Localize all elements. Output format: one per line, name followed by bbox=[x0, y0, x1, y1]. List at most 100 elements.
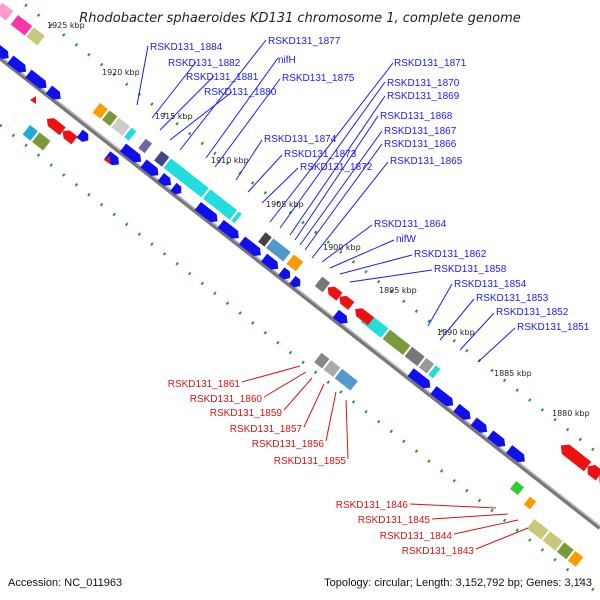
gene-function-box[interactable] bbox=[0, 2, 14, 21]
gene-label[interactable]: RSKD131_1845 bbox=[358, 515, 431, 526]
gene-arrow[interactable] bbox=[430, 386, 456, 409]
gene-label[interactable]: RSKD131_1851 bbox=[517, 322, 590, 333]
gene-arrow[interactable] bbox=[44, 115, 66, 136]
gene-arrow[interactable] bbox=[278, 267, 293, 282]
gene-function-box[interactable] bbox=[111, 117, 130, 136]
gene-label[interactable]: RSKD131_1859 bbox=[210, 408, 283, 419]
gene-arrow[interactable] bbox=[140, 159, 161, 180]
gene-label[interactable]: RSKD131_1862 bbox=[414, 249, 487, 260]
gene-label[interactable]: RSKD131_1855 bbox=[274, 456, 347, 467]
gene-label[interactable]: RSKD131_1866 bbox=[384, 139, 457, 150]
gene-function-box[interactable] bbox=[258, 232, 272, 247]
gene-arrow[interactable] bbox=[336, 293, 355, 310]
gene-function-box[interactable] bbox=[124, 127, 137, 141]
gene-function-box[interactable] bbox=[154, 151, 170, 167]
gene-label[interactable]: RSKD131_1846 bbox=[336, 500, 409, 511]
gene-function-box[interactable] bbox=[102, 110, 118, 127]
gene-arrow[interactable] bbox=[157, 173, 174, 189]
gene-arrow[interactable] bbox=[238, 236, 264, 259]
gene-arrow[interactable] bbox=[7, 55, 29, 75]
gene-arrow[interactable] bbox=[407, 368, 434, 391]
gene-arrow[interactable] bbox=[506, 445, 528, 465]
gene-function-box[interactable] bbox=[231, 211, 242, 224]
gene-function-box[interactable] bbox=[314, 276, 331, 293]
gene-label[interactable]: RSKD131_1873 bbox=[284, 149, 357, 160]
gene-arrow[interactable] bbox=[76, 129, 92, 145]
gene-arrow[interactable] bbox=[332, 309, 351, 327]
gene-arrow[interactable] bbox=[557, 441, 592, 472]
gene-label[interactable]: RSKD131_1853 bbox=[476, 293, 549, 304]
gene-function-box[interactable] bbox=[418, 357, 435, 374]
gene-arrow[interactable] bbox=[584, 462, 600, 481]
gene-label[interactable]: nifH bbox=[278, 55, 296, 66]
gene-label[interactable]: RSKD131_1877 bbox=[268, 36, 341, 47]
gene-arrow[interactable] bbox=[289, 275, 303, 290]
gene-label[interactable]: RSKD131_1861 bbox=[168, 379, 241, 390]
gene-label[interactable]: RSKD131_1869 bbox=[387, 91, 460, 102]
gene-function-box[interactable] bbox=[92, 103, 108, 119]
gene-function-box[interactable] bbox=[382, 329, 411, 356]
gene-label[interactable]: RSKD131_1843 bbox=[402, 546, 475, 557]
gene-function-box[interactable] bbox=[26, 27, 45, 46]
gene-label[interactable]: nifW bbox=[396, 234, 417, 245]
gene-arrow[interactable] bbox=[194, 201, 221, 225]
gene-label[interactable]: RSKD131_1864 bbox=[374, 219, 447, 230]
gene-label[interactable]: RSKD131_1874 bbox=[264, 134, 337, 145]
gene-label[interactable]: RSKD131_1875 bbox=[282, 73, 355, 84]
gene-label[interactable]: RSKD131_1880 bbox=[204, 87, 277, 98]
gene-arrow[interactable] bbox=[352, 305, 375, 326]
gene-function-box[interactable] bbox=[10, 15, 33, 36]
gene-arrow[interactable] bbox=[0, 45, 12, 62]
gene-arrow[interactable] bbox=[170, 182, 184, 197]
gene-function-box[interactable] bbox=[542, 531, 563, 551]
gene-arrow[interactable] bbox=[470, 417, 491, 435]
gene-arrow[interactable] bbox=[60, 127, 78, 145]
gene-function-box[interactable] bbox=[314, 352, 330, 369]
gene-label[interactable]: RSKD131_1844 bbox=[380, 531, 453, 542]
gene-function-box[interactable] bbox=[428, 365, 441, 379]
gene-label[interactable]: RSKD131_1881 bbox=[186, 72, 259, 83]
gene-arrow[interactable] bbox=[453, 403, 473, 423]
gene-label[interactable]: RSKD131_1860 bbox=[190, 394, 263, 405]
gene-function-box[interactable] bbox=[32, 132, 51, 151]
gene-arrow[interactable] bbox=[119, 143, 144, 166]
gene-function-box[interactable] bbox=[509, 480, 525, 496]
gene-arrow[interactable] bbox=[325, 284, 343, 301]
gene-function-box[interactable] bbox=[323, 360, 341, 378]
kbp-label: 1895 kbp bbox=[379, 286, 417, 295]
gene-arrow[interactable] bbox=[260, 253, 281, 273]
gene-function-box[interactable] bbox=[567, 551, 584, 567]
gene-label[interactable]: RSKD131_1871 bbox=[394, 58, 467, 69]
gene-arrow[interactable] bbox=[25, 69, 49, 92]
gene-arrow[interactable] bbox=[45, 85, 64, 103]
gene-arrow[interactable] bbox=[104, 156, 110, 164]
gene-label[interactable]: RSKD131_1884 bbox=[150, 42, 223, 53]
gene-label[interactable]: RSKD131_1870 bbox=[387, 78, 460, 89]
gene-label[interactable]: RSKD131_1865 bbox=[390, 156, 463, 167]
gene-label[interactable]: RSKD131_1868 bbox=[380, 111, 453, 122]
gene-label[interactable]: RSKD131_1867 bbox=[384, 126, 457, 137]
gene-label[interactable]: RSKD131_1882 bbox=[168, 58, 241, 69]
gene-label[interactable]: RSKD131_1857 bbox=[230, 424, 303, 435]
gene-function-box[interactable] bbox=[556, 542, 574, 560]
gene-function-box[interactable] bbox=[265, 238, 291, 262]
gene-function-box[interactable] bbox=[334, 368, 358, 391]
gene-label[interactable]: RSKD131_1872 bbox=[300, 162, 373, 173]
gene-arrow[interactable] bbox=[487, 430, 508, 450]
gene-function-box[interactable] bbox=[163, 158, 209, 198]
gene-function-box[interactable] bbox=[138, 138, 153, 154]
gene-function-box[interactable] bbox=[202, 189, 238, 220]
gene-function-box[interactable] bbox=[404, 346, 425, 367]
gene-function-box[interactable] bbox=[22, 125, 38, 141]
gene-label[interactable]: RSKD131_1856 bbox=[252, 439, 325, 450]
gene-label[interactable]: RSKD131_1852 bbox=[496, 307, 569, 318]
gene-label[interactable]: RSKD131_1854 bbox=[454, 279, 527, 290]
gene-label[interactable]: RSKD131_1858 bbox=[434, 264, 507, 275]
gene-function-box[interactable] bbox=[526, 519, 549, 540]
gene-function-box[interactable] bbox=[523, 496, 537, 510]
gene-arrow[interactable] bbox=[30, 96, 36, 104]
gene-function-box[interactable] bbox=[286, 254, 304, 272]
gene-arrow[interactable] bbox=[217, 219, 242, 242]
